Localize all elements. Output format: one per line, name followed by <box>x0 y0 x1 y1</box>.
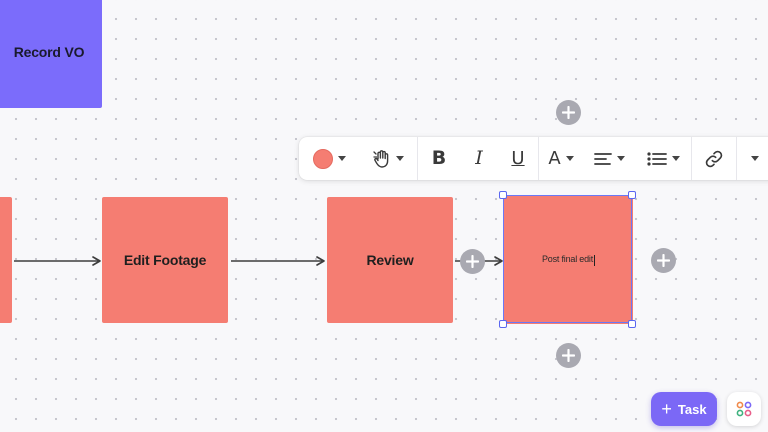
card-record-vo[interactable]: Record VO <box>0 0 102 108</box>
resize-handle-top-right[interactable] <box>628 191 636 199</box>
color-picker-button[interactable] <box>299 137 359 180</box>
font-color-button[interactable]: A <box>539 137 583 180</box>
underline-icon: U <box>511 147 525 169</box>
add-node-right-button[interactable] <box>651 248 676 273</box>
card-label: Edit Footage <box>123 252 207 268</box>
text-cursor <box>594 254 596 266</box>
chevron-down-icon <box>565 156 574 161</box>
card-review[interactable]: Review <box>327 197 453 323</box>
card-label: Record VO <box>13 44 85 60</box>
italic-button[interactable]: I <box>460 137 498 180</box>
add-node-inline-button[interactable] <box>460 249 485 274</box>
card-post-final-edit[interactable]: Post final edit <box>504 196 633 324</box>
bullet-list-icon <box>646 151 667 166</box>
text-align-button[interactable] <box>583 137 635 180</box>
toolbar-divider <box>417 137 418 180</box>
chevron-down-icon <box>671 156 680 161</box>
chevron-down-icon <box>337 156 346 161</box>
chevron-down-icon <box>751 156 759 161</box>
list-button[interactable] <box>635 137 691 180</box>
bold-icon: B <box>431 147 447 169</box>
link-button[interactable] <box>692 137 736 180</box>
resize-handle-bottom-left[interactable] <box>499 320 507 328</box>
text-color-icon: A <box>548 147 561 169</box>
format-toolbar: B I U A <box>299 137 768 180</box>
bold-button[interactable]: B <box>418 137 460 180</box>
toolbar-divider <box>538 137 539 180</box>
plus-icon <box>562 106 575 119</box>
plus-icon <box>657 254 670 267</box>
hand-icon <box>372 149 388 168</box>
toolbar-divider <box>736 137 737 180</box>
apps-button[interactable] <box>727 392 761 426</box>
card-edit-footage[interactable]: Edit Footage <box>102 197 228 323</box>
chevron-down-icon <box>395 156 404 161</box>
add-node-top-button[interactable] <box>556 100 581 125</box>
add-task-button[interactable]: + Task <box>651 392 717 426</box>
more-options-button[interactable] <box>737 137 759 180</box>
resize-handle-bottom-right[interactable] <box>628 320 636 328</box>
underline-button[interactable]: U <box>498 137 538 180</box>
plus-icon <box>562 349 575 362</box>
task-button-label: Task <box>677 401 707 417</box>
card-label: Review <box>366 252 414 268</box>
hand-tool-button[interactable] <box>359 137 417 180</box>
plus-icon <box>466 255 479 268</box>
card-offscreen-left[interactable] <box>0 197 12 323</box>
link-icon <box>705 150 723 167</box>
italic-icon: I <box>475 147 483 169</box>
color-swatch-icon <box>312 148 333 169</box>
toolbar-divider <box>691 137 692 180</box>
resize-handle-top-left[interactable] <box>499 191 507 199</box>
plus-icon: + <box>661 399 672 419</box>
align-left-icon <box>593 152 612 165</box>
add-node-bottom-button[interactable] <box>556 343 581 368</box>
apps-grid-icon <box>736 401 752 417</box>
card-label: Post final edit <box>541 254 594 265</box>
card-text-editor[interactable]: Post final edit <box>541 254 596 266</box>
chevron-down-icon <box>616 156 625 161</box>
